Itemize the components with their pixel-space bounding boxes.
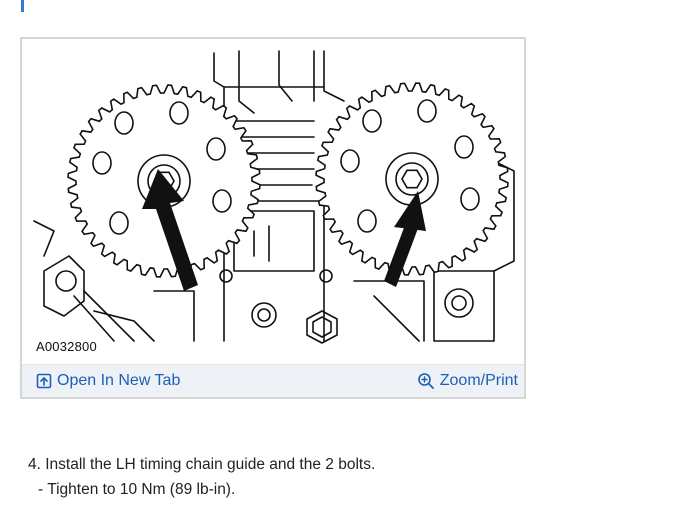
- instruction-steps: 4. Install the LH timing chain guide and…: [28, 452, 375, 502]
- zoom-magnifier-icon: [417, 372, 435, 390]
- open-in-new-tab-label: Open In New Tab: [57, 372, 181, 389]
- section-accent-bar: [21, 0, 24, 12]
- timing-gear-illustration[interactable]: [24, 41, 522, 365]
- zoom-print-button[interactable]: Zoom/Print: [417, 370, 518, 392]
- instruction-sub-step: - Tighten to 10 Nm (89 lb-in).: [38, 481, 236, 498]
- open-new-tab-icon: [36, 373, 52, 389]
- instruction-step: 4. Install the LH timing chain guide and…: [28, 456, 376, 473]
- figure-toolbar: Open In New Tab Zoom/Print: [22, 364, 524, 397]
- zoom-print-label: Zoom/Print: [439, 372, 518, 389]
- figure-reference-code: A0032800: [34, 339, 99, 354]
- figure-card: A0032800 Open In New Tab: [20, 37, 526, 399]
- open-in-new-tab-button[interactable]: Open In New Tab: [36, 370, 180, 392]
